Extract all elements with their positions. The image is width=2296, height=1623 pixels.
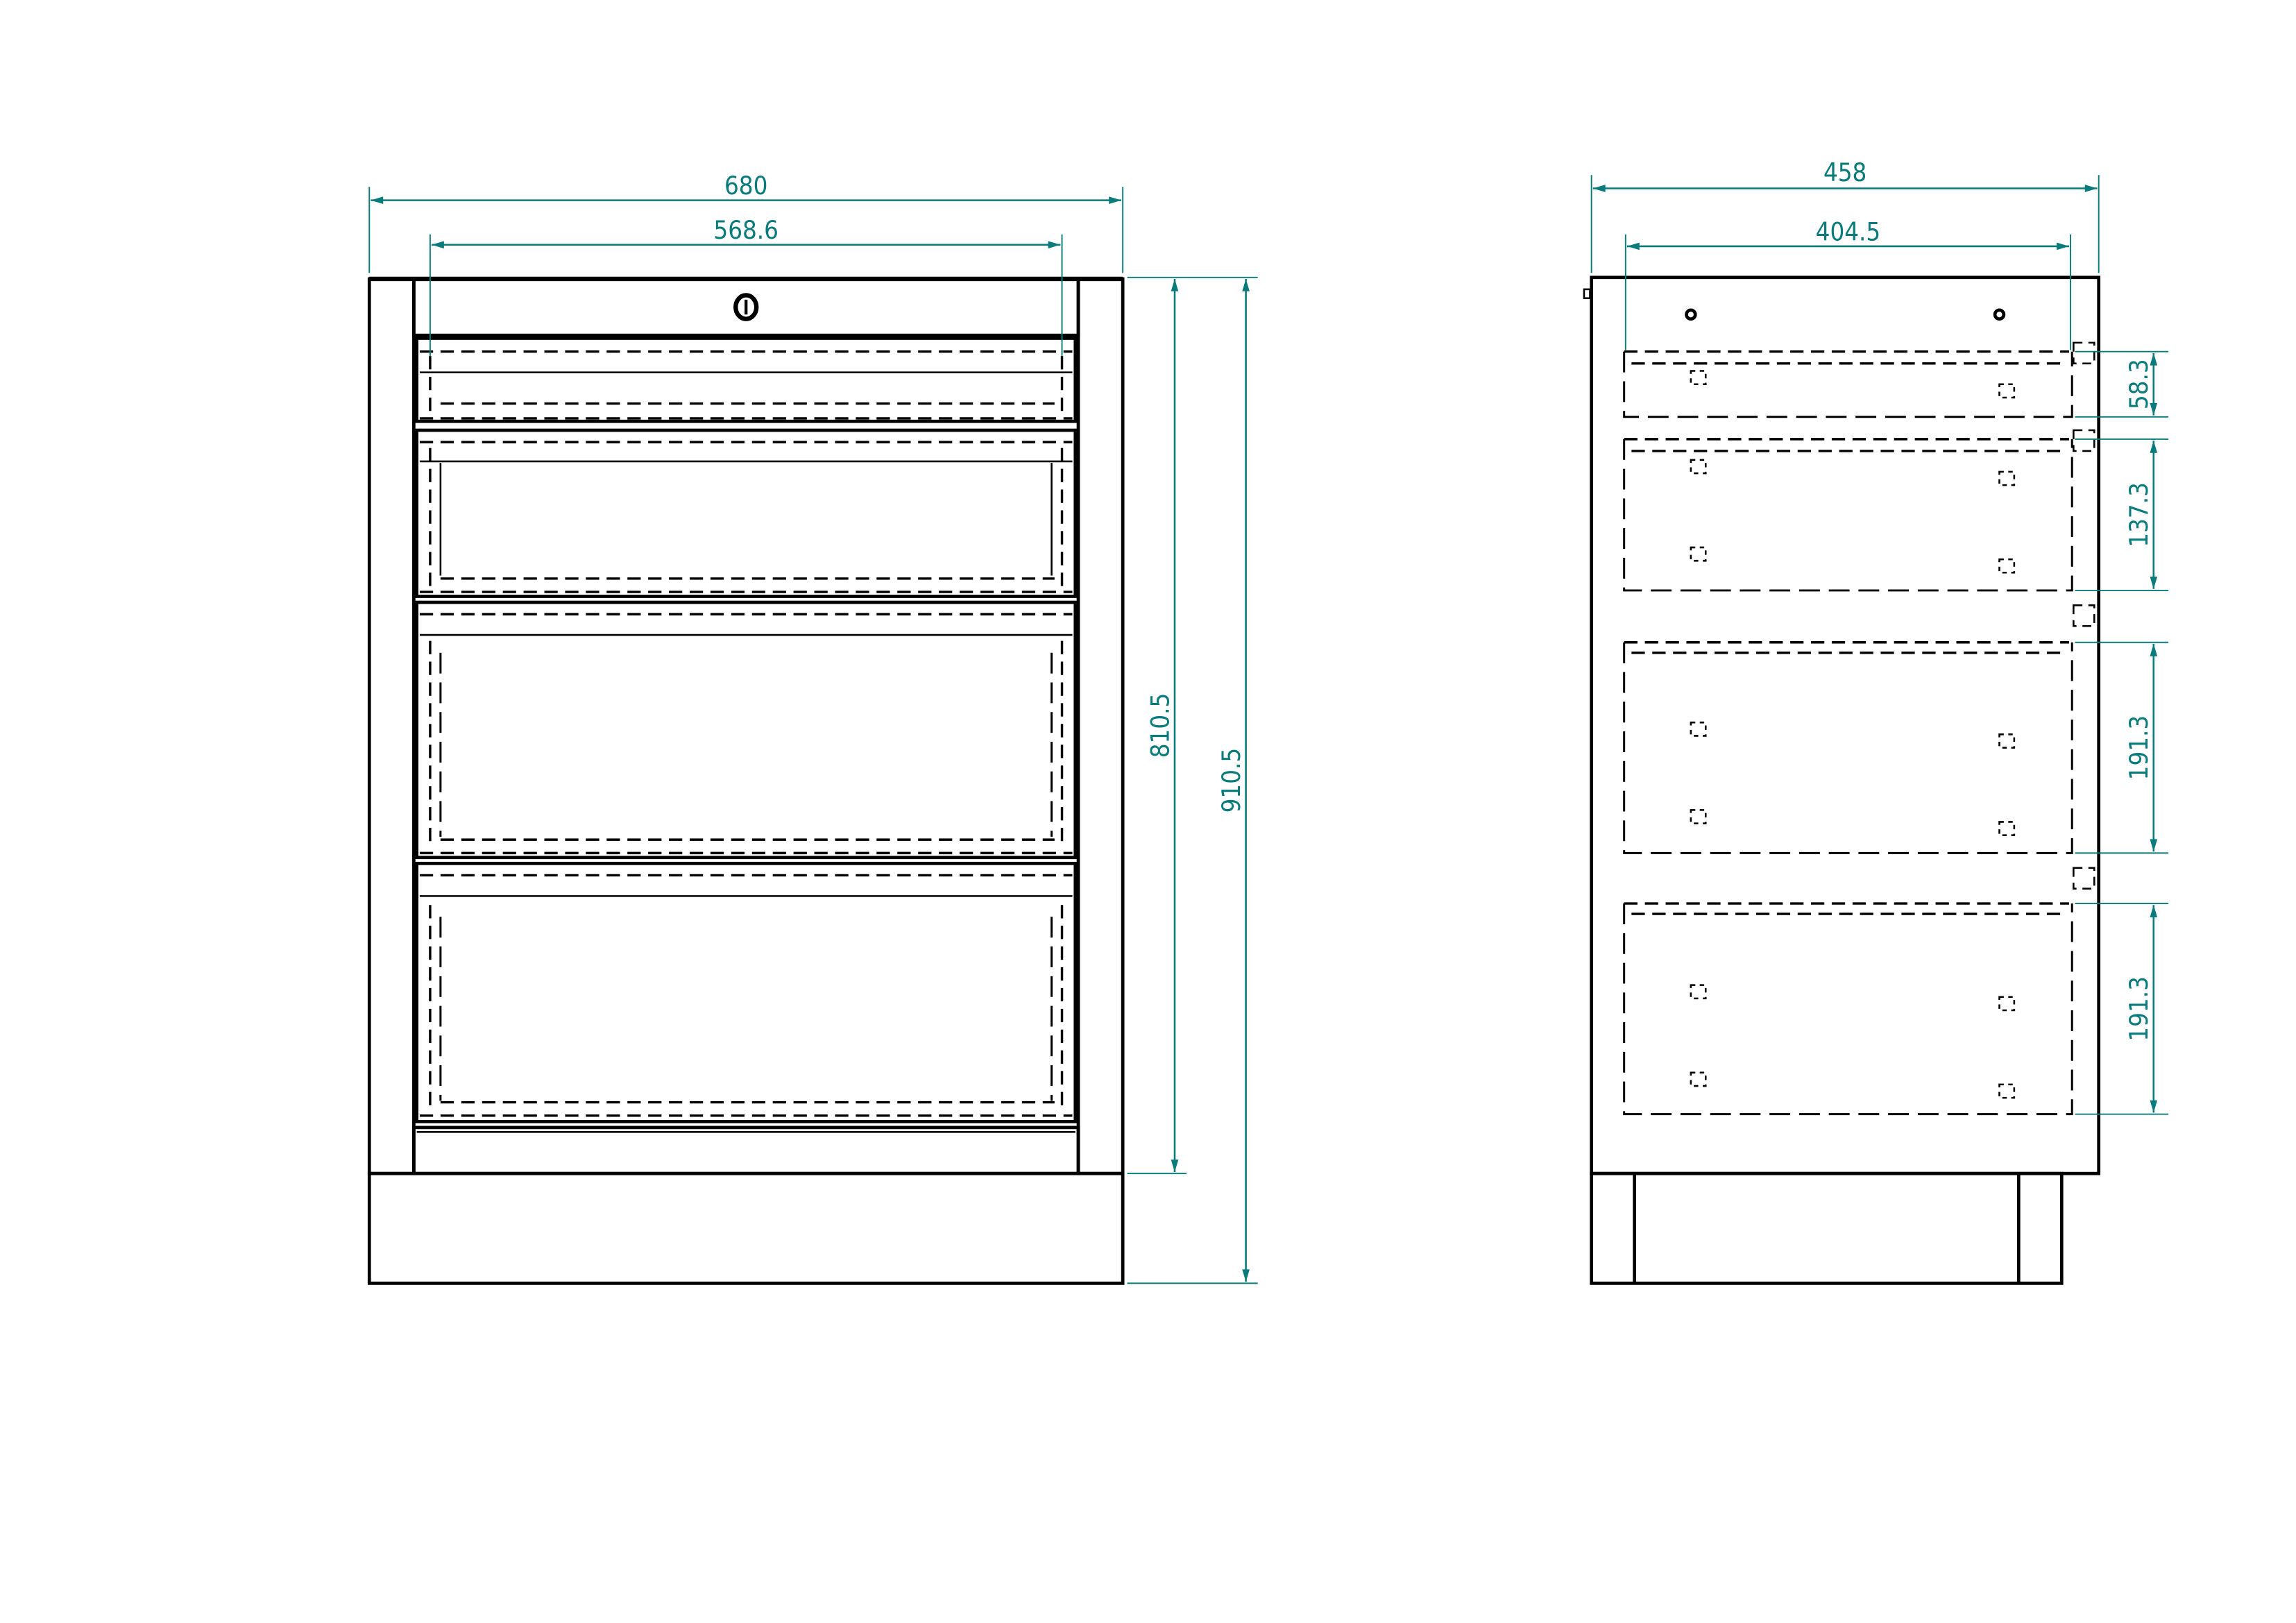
left-side-panel bbox=[367, 277, 416, 1175]
side-body bbox=[1590, 275, 2101, 1175]
dim-body-height: 810.5 bbox=[1145, 693, 1175, 758]
mount-hole-icon bbox=[1685, 308, 1697, 321]
side-drawer-2 bbox=[1623, 429, 2095, 592]
side-dimensions: 458 404.5 58.3 137.3 191.3 191.3 bbox=[1590, 158, 2169, 1115]
dim-overall-depth: 458 bbox=[1823, 158, 1866, 187]
dim-drawer-1-height: 58.3 bbox=[2124, 359, 2154, 409]
dim-inner-width: 568.6 bbox=[713, 215, 779, 245]
front-drawer-1 bbox=[415, 337, 1078, 423]
dim-overall-width: 680 bbox=[724, 171, 767, 201]
dim-overall-height: 910.5 bbox=[1216, 748, 1246, 813]
side-drawer-4 bbox=[1623, 867, 2095, 1116]
mount-hole-icon bbox=[1993, 308, 2006, 321]
top-rail bbox=[412, 277, 1080, 337]
front-plinth bbox=[367, 1171, 1125, 1285]
front-drawer-2 bbox=[415, 428, 1078, 598]
front-drawer-3 bbox=[415, 600, 1078, 860]
keyhole-lock-icon bbox=[733, 293, 759, 321]
dim-drawer-3-height: 191.3 bbox=[2124, 715, 2154, 781]
side-plinth bbox=[1590, 1171, 2064, 1285]
side-drawer-3 bbox=[1623, 604, 2095, 854]
bottom-rail bbox=[412, 1125, 1080, 1175]
side-hinge-icon bbox=[1583, 288, 1591, 300]
right-side-panel bbox=[1076, 277, 1125, 1175]
dim-drawer-2-height: 137.3 bbox=[2124, 482, 2154, 547]
front-drawer-4 bbox=[415, 861, 1078, 1123]
side-drawer-1 bbox=[1623, 341, 2095, 418]
dim-drawer-4-height: 191.3 bbox=[2124, 976, 2154, 1042]
front-view bbox=[367, 276, 1125, 1285]
dim-inner-depth: 404.5 bbox=[1816, 216, 1881, 246]
side-view bbox=[1583, 275, 2101, 1285]
front-dimensions: 680 568.6 810.5 910.5 bbox=[368, 171, 1258, 1284]
